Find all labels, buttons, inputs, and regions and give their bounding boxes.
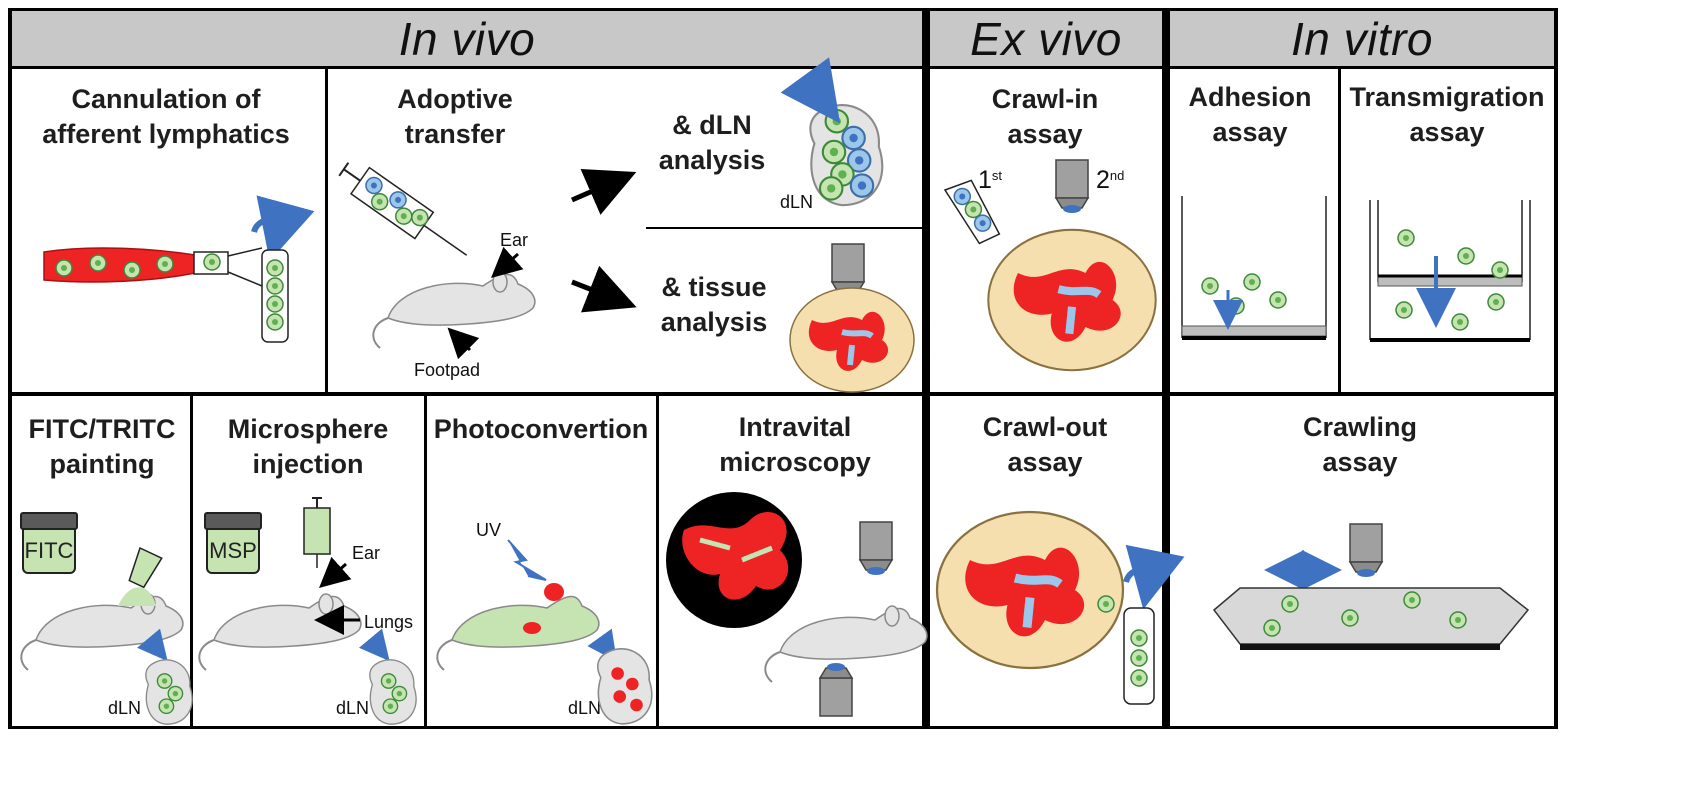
label-ear-microsphere: Ear [352,543,381,563]
label-second-objective: 2nd [1096,166,1125,194]
microsphere-syringe [303,497,331,568]
label-dln-fitc: dLN [108,698,142,718]
label-lungs: Lungs [364,612,414,632]
title-crawl-out: Crawl-out assay [982,412,1108,477]
section-divider-2 [1162,8,1170,729]
title-dln-analysis: & dLN analysis [658,110,766,175]
header-in-vitro: In vitro [1170,10,1554,67]
msp-jar: MSP [204,512,262,574]
crawl-out-tissue [937,512,1123,668]
adhesion-well [1181,196,1327,340]
crawl-in-tissue [988,230,1155,370]
objective-intravital-top [859,521,893,576]
title-transmigration: Transmigration assay [1349,82,1545,147]
fitc-jar-label: FITC [22,528,76,574]
divider-bottom-1 [190,394,193,728]
section-divider-1 [922,8,930,729]
outer-border-right [1554,8,1558,729]
transmigration-well [1369,200,1531,342]
msp-jar-label: MSP [206,528,260,574]
label-dln-photo: dLN [568,698,602,718]
mouse-fitc [20,593,184,671]
divider-bottom-2 [424,394,427,728]
outer-border-top [8,8,1558,11]
label-footpad: Footpad [414,360,481,380]
title-fitc-tritc: FITC/TRITC painting [28,414,176,479]
mouse-photo [436,583,600,671]
objective-intravital-bottom [819,662,853,717]
divider-adhesion [1338,67,1341,394]
objective-crawling [1349,523,1383,578]
label-ear-adoptive: Ear [500,230,529,250]
tissue-sample [790,288,914,392]
lymphatic-vessel [43,195,315,343]
header-in-vivo: In vivo [12,10,922,67]
fitc-brush [128,546,163,589]
title-crawl-in: Crawl-in assay [991,84,1099,149]
title-crawling: Crawling assay [1302,412,1417,477]
title-photoconvertion: Photoconvertion [433,414,649,444]
lymph-node-microsphere [369,659,417,725]
label-dln-top: dLN [780,192,814,212]
crawling-surface [1212,587,1530,650]
syringe [338,162,468,256]
outer-border-bottom [8,726,1558,729]
crawl-out-tube [1123,607,1155,705]
header-ex-vivo: Ex vivo [930,10,1162,67]
mouse-microsphere [198,593,362,671]
outer-border-left [8,8,12,729]
title-adhesion: Adhesion assay [1188,82,1312,147]
uv-bolt [507,539,547,581]
title-intravital: Intravital microscopy [719,412,871,477]
label-first-objective: 1st [978,166,1003,194]
label-dln-microsphere: dLN [336,698,370,718]
mouse-adoptive [372,271,536,349]
title-tissue-analysis: & tissue analysis [660,272,768,337]
row-divider [8,392,1558,396]
lymph-node-top [809,103,884,207]
intravital-field [666,492,802,628]
title-microsphere: Microsphere injection [227,414,389,479]
lymph-node-photo [596,647,653,725]
title-cannulation: Cannulation of afferent lymphatics [42,84,290,149]
lymph-node-fitc [145,659,193,725]
objective-crawl-in [1055,159,1089,214]
label-uv: UV [476,520,502,540]
divider-bottom-3 [656,394,659,728]
divider-analysis-row [646,227,922,229]
fitc-jar: FITC [20,512,78,574]
crawl-in-tube [943,179,1001,245]
divider-cannulation [325,67,328,394]
title-adoptive-transfer: Adoptive transfer [397,84,513,149]
